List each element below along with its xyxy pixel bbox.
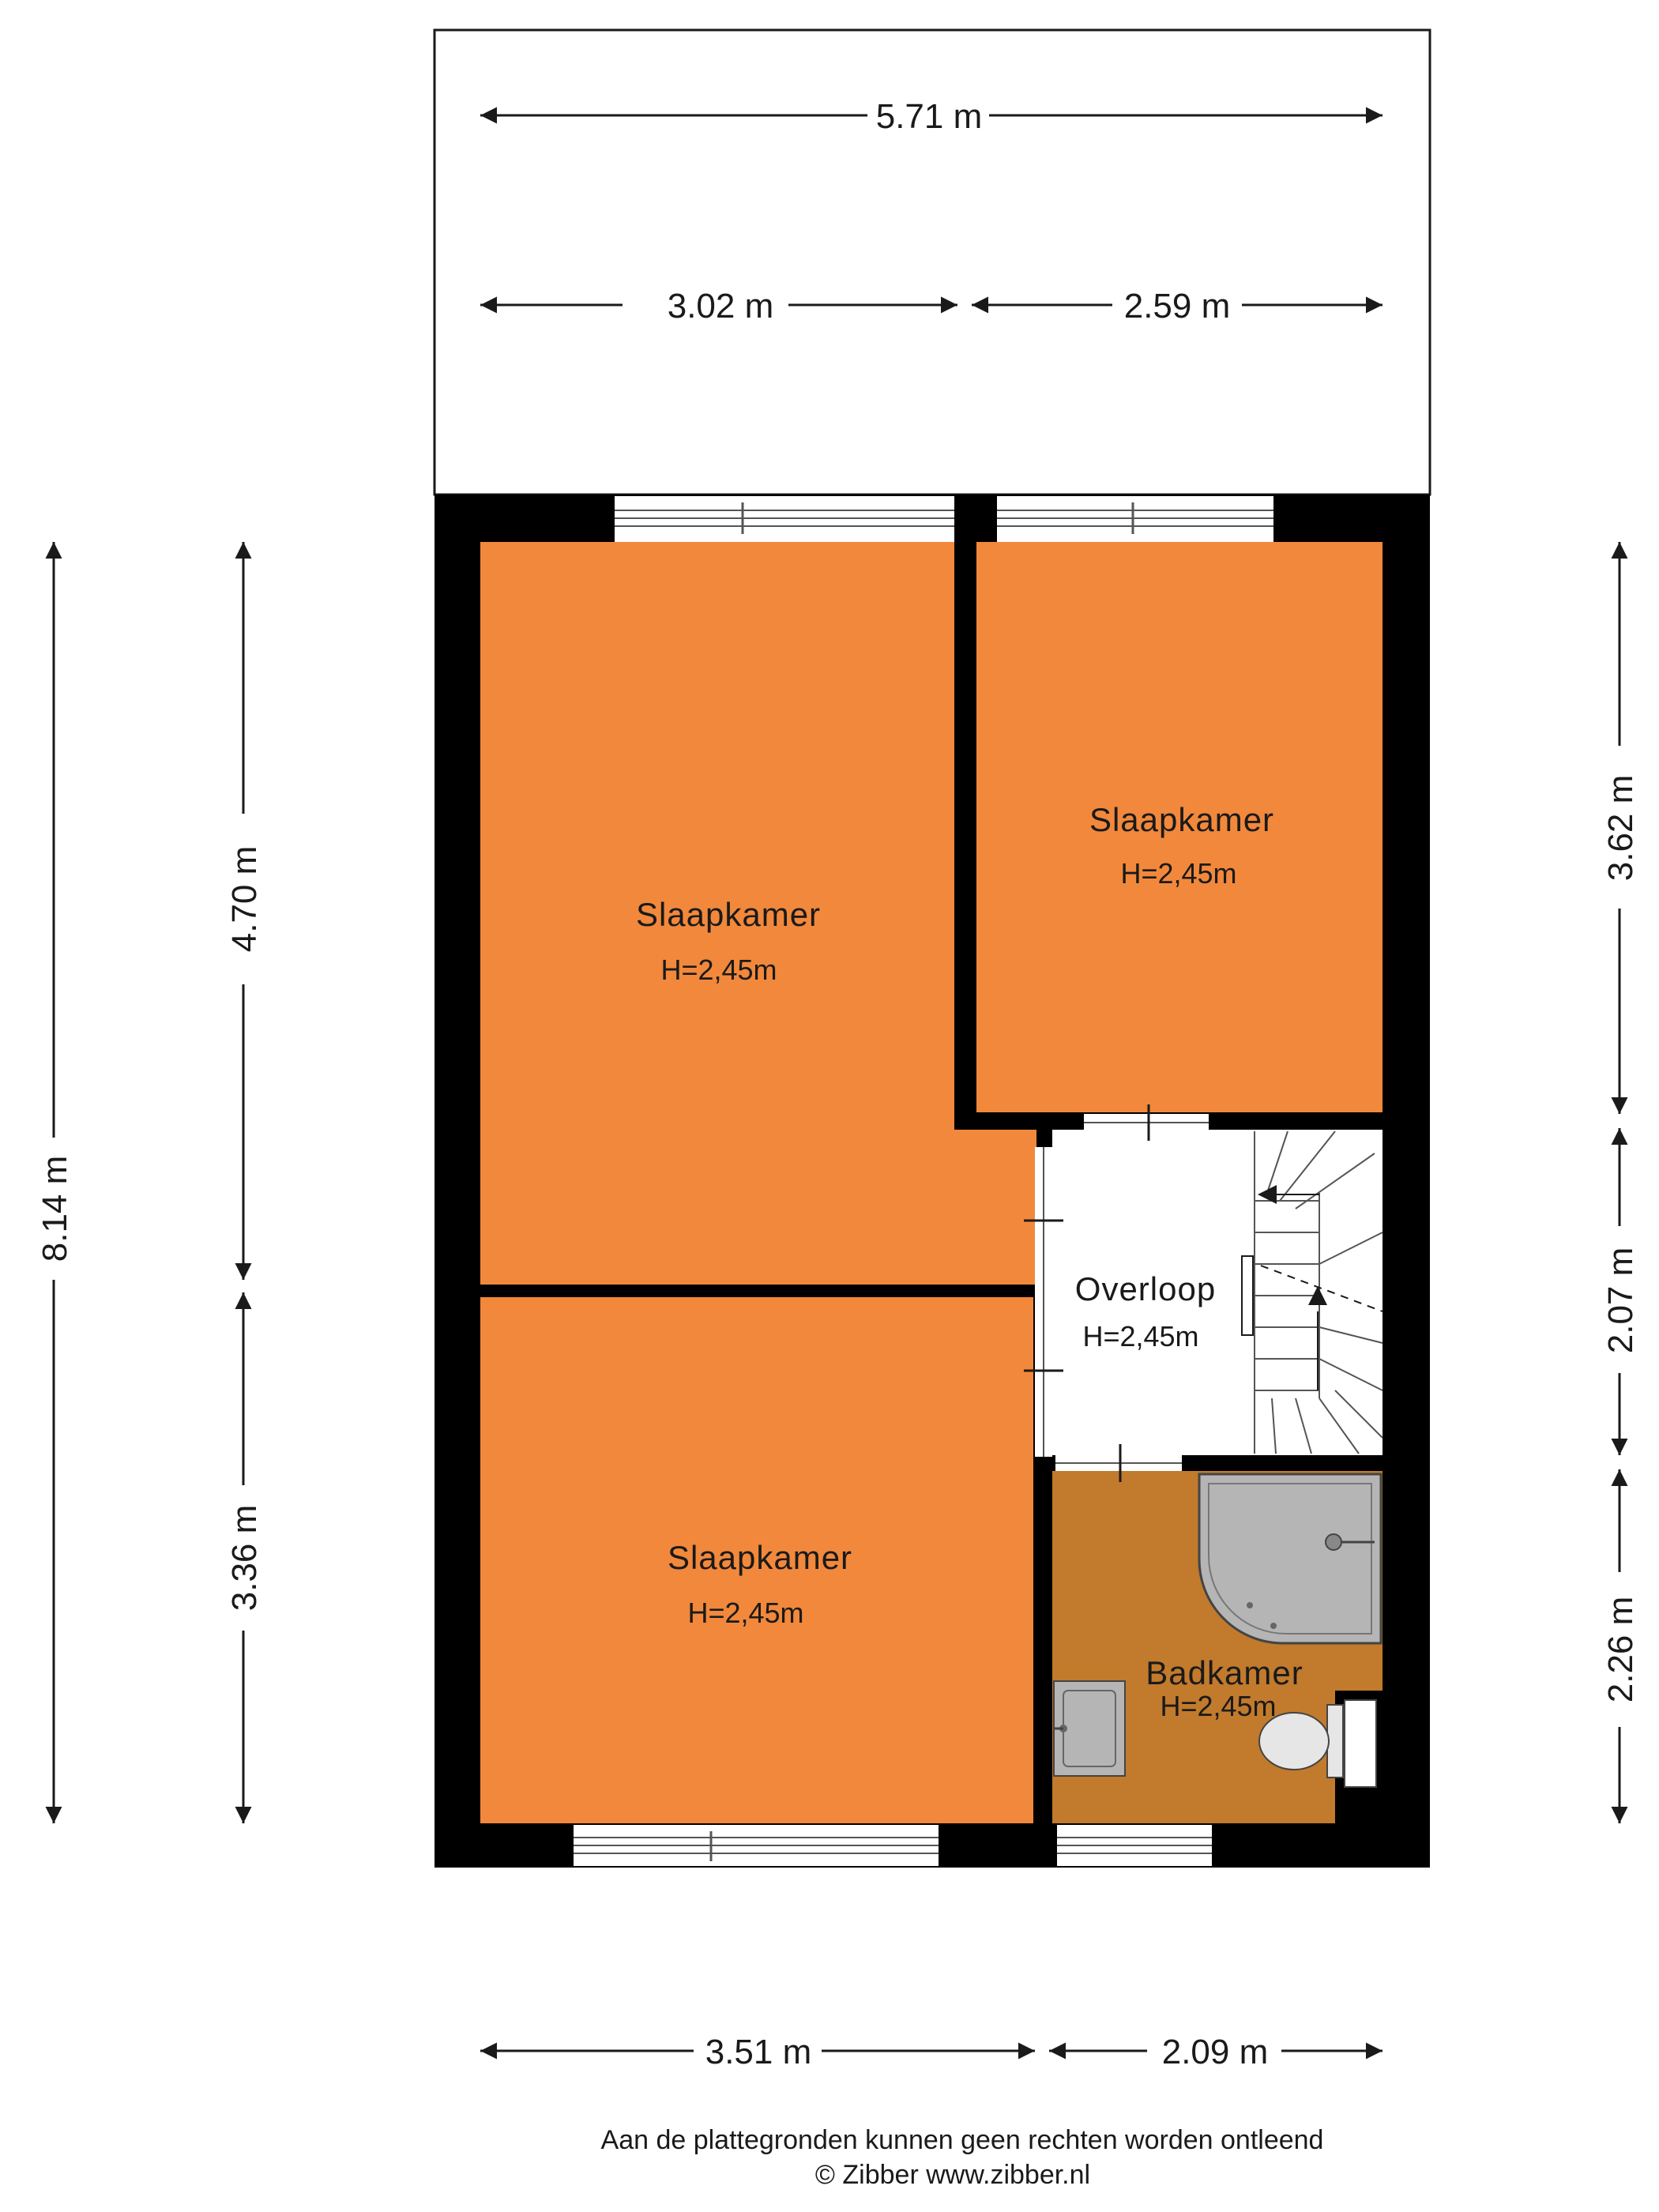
room-height-bedroom-top-right: H=2,45m bbox=[1120, 857, 1236, 890]
footer-copyright: © Zibber www.zibber.nl bbox=[815, 2160, 1090, 2190]
washbasin-fixture bbox=[1053, 1680, 1126, 1777]
room-height-landing: H=2,45m bbox=[1082, 1320, 1198, 1352]
dim-top-right: 2.59 m bbox=[1124, 287, 1231, 325]
dim-bottom-right: 2.09 m bbox=[1162, 2033, 1269, 2071]
toilet-fixture bbox=[1258, 1691, 1382, 1823]
room-fill-bedroom-top-right bbox=[976, 542, 1382, 1112]
dimension-lines-left bbox=[45, 542, 252, 1823]
dim-right-lower: 2.26 m bbox=[1601, 1597, 1640, 1703]
dim-top-left: 3.02 m bbox=[668, 287, 774, 325]
dim-top-total: 5.71 m bbox=[876, 97, 983, 136]
room-fill-bedroom-bottom-left bbox=[480, 1297, 1033, 1823]
room-fill-bedroom-top-left bbox=[480, 542, 954, 1285]
window-top-right bbox=[997, 496, 1273, 542]
room-height-bedroom-top-left: H=2,45m bbox=[660, 954, 777, 986]
room-label-bathroom: Badkamer bbox=[1146, 1654, 1303, 1691]
room-height-bathroom: H=2,45m bbox=[1160, 1690, 1276, 1722]
door-landing-bathroom bbox=[1055, 1444, 1182, 1482]
dim-left-total: 8.14 m bbox=[36, 1156, 74, 1262]
window-bottom-right bbox=[1057, 1825, 1212, 1866]
room-label-bedroom-top-right: Slaapkamer bbox=[1089, 801, 1274, 838]
footer-disclaimer: Aan de plattegronden kunnen geen rechten… bbox=[601, 2125, 1324, 2155]
balcony-outline bbox=[433, 28, 1431, 496]
shower-fixture bbox=[1198, 1473, 1382, 1645]
window-top-left bbox=[615, 496, 954, 542]
room-height-bedroom-bottom-left: H=2,45m bbox=[687, 1597, 803, 1629]
window-bottom-left bbox=[574, 1825, 939, 1866]
dim-right-upper: 3.62 m bbox=[1601, 775, 1640, 882]
room-label-bedroom-top-left: Slaapkamer bbox=[636, 896, 821, 933]
dim-right-middle: 2.07 m bbox=[1601, 1247, 1640, 1354]
room-label-landing: Overloop bbox=[1075, 1270, 1216, 1307]
door-landing-bedroom-right bbox=[1084, 1104, 1209, 1141]
room-label-bedroom-bottom-left: Slaapkamer bbox=[668, 1539, 852, 1576]
dim-left-upper: 4.70 m bbox=[225, 846, 264, 953]
door-landing-bedrooms-left bbox=[1024, 1147, 1063, 1457]
dim-bottom-left: 3.51 m bbox=[705, 2033, 812, 2071]
dimension-lines-top bbox=[480, 107, 1382, 314]
staircase bbox=[1241, 1130, 1383, 1454]
room-fill-bedroom-top-left-extension bbox=[954, 1130, 1036, 1285]
dim-left-lower: 3.36 m bbox=[225, 1505, 264, 1612]
